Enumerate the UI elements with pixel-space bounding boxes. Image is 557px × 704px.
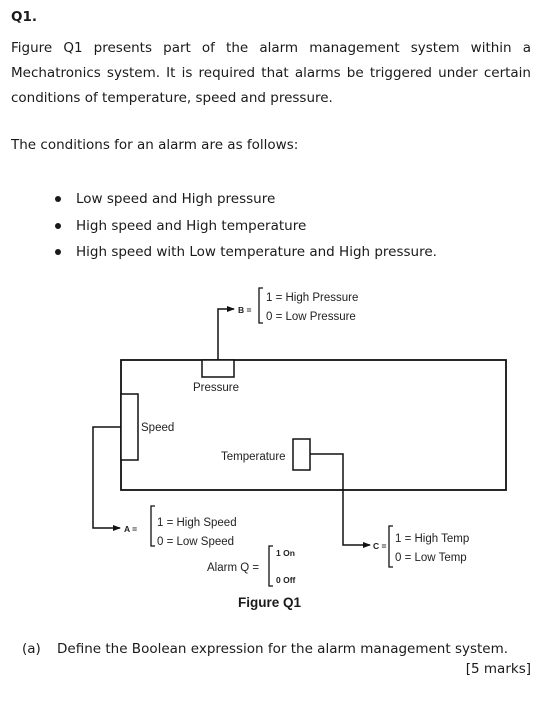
paragraph-line: conditions of temperature, speed and pre… xyxy=(11,90,333,106)
pressure-sensor xyxy=(201,359,235,378)
bullet-icon xyxy=(55,249,61,255)
temperature-sensor xyxy=(292,438,311,471)
pressure-label: Pressure xyxy=(193,382,239,394)
figure-q1-diagram: Pressure B = 1 = High Pressure 0 = Low P… xyxy=(92,287,507,610)
bullet-icon xyxy=(55,222,61,229)
b-symbol: B = xyxy=(238,305,252,315)
conditions-intro: The conditions for an alarm are as follo… xyxy=(11,137,299,153)
paragraph-line: Figure Q1 presents part of the alarm man… xyxy=(11,40,531,56)
bullet-icon xyxy=(55,196,61,202)
c-option-low: 0 = Low Temp xyxy=(395,552,467,564)
part-a-label: (a) xyxy=(22,641,41,657)
a-symbol: A = xyxy=(124,524,137,534)
alarm-option-off: 0 Off xyxy=(276,575,296,585)
part-a-text: Define the Boolean expression for the al… xyxy=(57,641,509,657)
condition-text: High speed and High temperature xyxy=(76,217,307,234)
question-paragraph: Figure Q1 presents part of the alarm man… xyxy=(11,36,531,111)
part-a-question: (a) Define the Boolean expression for the… xyxy=(22,641,508,657)
temperature-label: Temperature xyxy=(221,451,286,463)
speed-signal-line xyxy=(92,426,121,531)
a-option-low: 0 = Low Speed xyxy=(157,536,234,548)
condition-item: High speed and High temperature xyxy=(55,215,437,242)
paragraph-line: Mechatronics system. It is required that… xyxy=(11,65,531,81)
conditions-list: Low speed and High pressure High speed a… xyxy=(55,188,437,268)
condition-item: High speed with Low temperature and High… xyxy=(55,241,437,268)
alarm-label: Alarm Q = xyxy=(207,562,259,574)
speed-label: Speed xyxy=(141,422,174,434)
a-option-high: 1 = High Speed xyxy=(157,517,237,529)
condition-text: High speed with Low temperature and High… xyxy=(76,244,437,260)
alarm-option-on: 1 On xyxy=(276,548,295,558)
temperature-signal-line xyxy=(310,453,371,548)
alarm-bracket xyxy=(268,545,273,587)
system-box xyxy=(120,359,507,491)
b-bracket xyxy=(258,287,263,324)
b-option-low: 0 = Low Pressure xyxy=(266,311,356,323)
condition-item: Low speed and High pressure xyxy=(55,188,437,215)
figure-caption: Figure Q1 xyxy=(238,595,302,610)
c-bracket xyxy=(388,525,393,568)
b-option-high: 1 = High Pressure xyxy=(266,292,358,304)
c-symbol: C = xyxy=(373,541,387,551)
condition-text: Low speed and High pressure xyxy=(76,191,276,207)
pressure-signal-line xyxy=(217,306,235,360)
c-option-high: 1 = High Temp xyxy=(395,533,469,545)
speed-sensor xyxy=(120,393,139,461)
part-a-marks: [5 marks] xyxy=(465,661,531,677)
question-number: Q1. xyxy=(11,9,37,25)
a-bracket xyxy=(150,505,155,547)
